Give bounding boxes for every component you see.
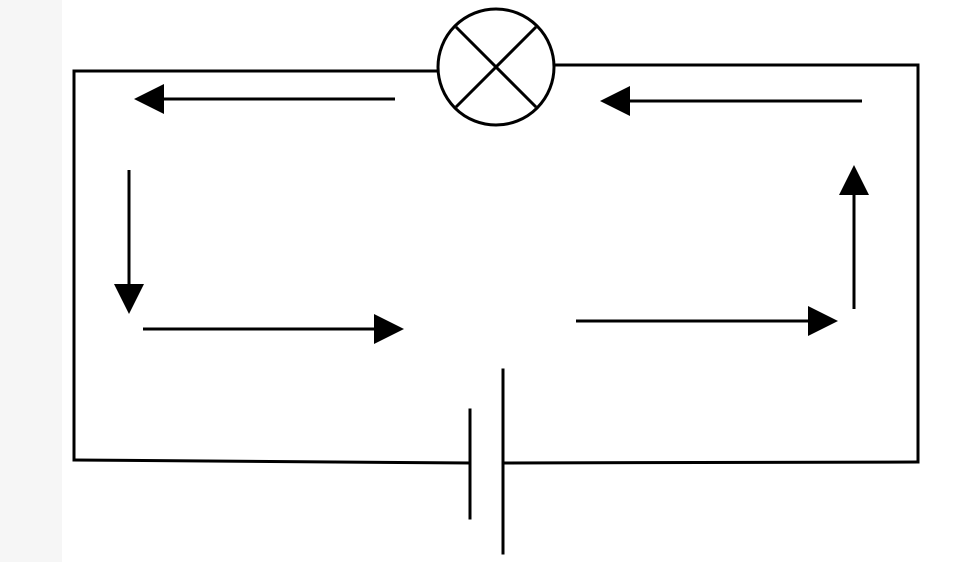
circuit-wires [72,63,920,465]
wire-bottom-left [72,458,472,465]
lamp-icon [436,7,556,127]
wire-bottom-right [501,460,920,465]
page-margin [0,0,62,562]
current-arrows [114,84,869,344]
battery-cell-icon [468,368,505,555]
